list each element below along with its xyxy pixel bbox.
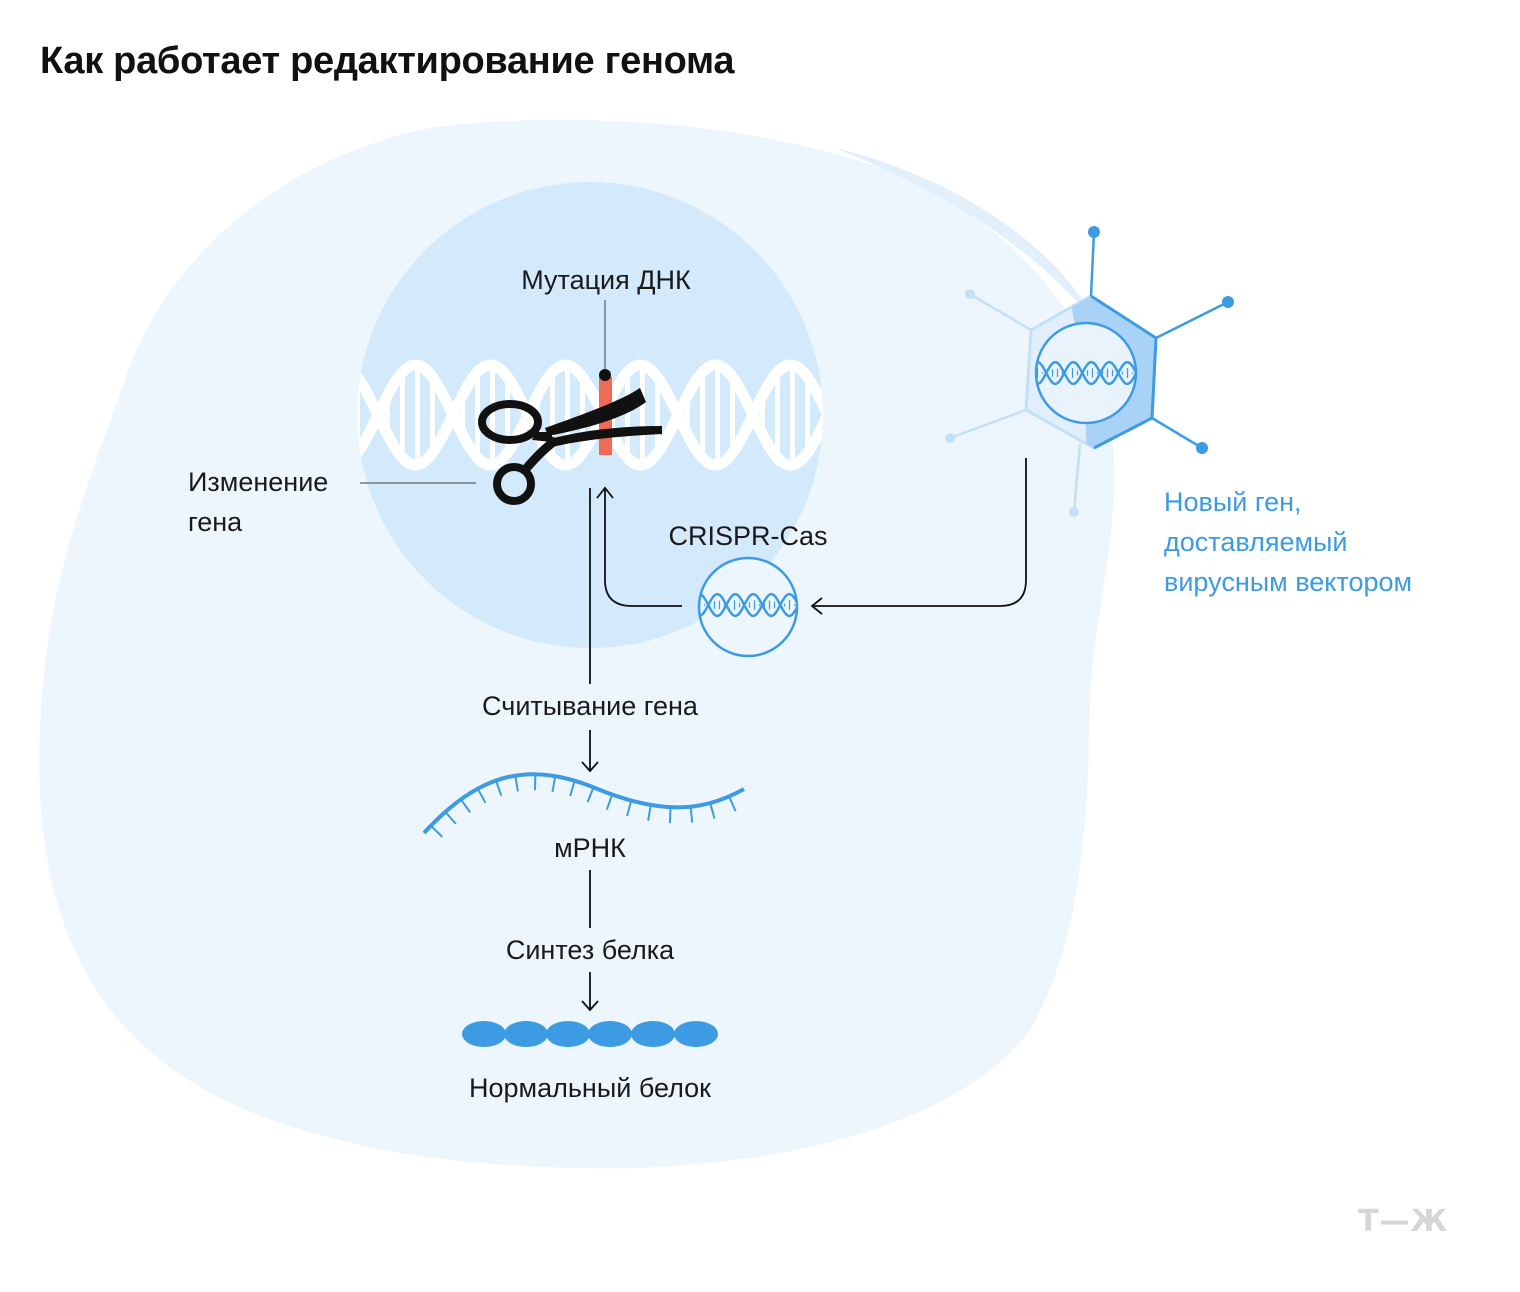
- vector-to-crispr-arrow: [812, 458, 1027, 607]
- scissors-icon: [478, 388, 662, 505]
- protein-synthesis-label: Синтез белка: [505, 935, 675, 965]
- mrna-label: мРНК: [554, 833, 626, 863]
- gene-change-label-line1: Изменение: [188, 467, 329, 497]
- normal-protein-label: Нормальный белок: [469, 1073, 711, 1103]
- protein-synthesis-arrowhead: [581, 1000, 599, 1012]
- virus-vector-icon: [945, 226, 1234, 517]
- dna-helix-icon: [357, 359, 823, 471]
- brand-logo: Т—Ж: [1358, 1204, 1449, 1239]
- mrna-strand-icon: [422, 772, 745, 838]
- gene-change-label-line2: гена: [188, 507, 243, 537]
- page-title: Как работает редактирование генома: [40, 40, 735, 82]
- crispr-to-dna-arrowhead: [596, 486, 614, 499]
- dna-mutation-label: Мутация ДНК: [521, 265, 691, 295]
- new-gene-label-line2: доставляемый: [1164, 527, 1348, 557]
- new-gene-label-line1: Новый ген,: [1164, 487, 1302, 517]
- mutation-pointer-dot: [599, 369, 611, 381]
- vector-to-crispr-arrowhead: [810, 597, 823, 615]
- gene-reading-arrowhead: [581, 761, 599, 773]
- crispr-label: CRISPR-Cas: [668, 521, 828, 551]
- protein-chain-icon: [462, 1021, 718, 1047]
- crispr-to-dna-arrow: [604, 488, 682, 607]
- new-gene-label-line3: вирусным вектором: [1164, 567, 1413, 597]
- gene-reading-label: Считывание гена: [482, 691, 698, 721]
- crispr-cas-complex-icon: [697, 556, 799, 658]
